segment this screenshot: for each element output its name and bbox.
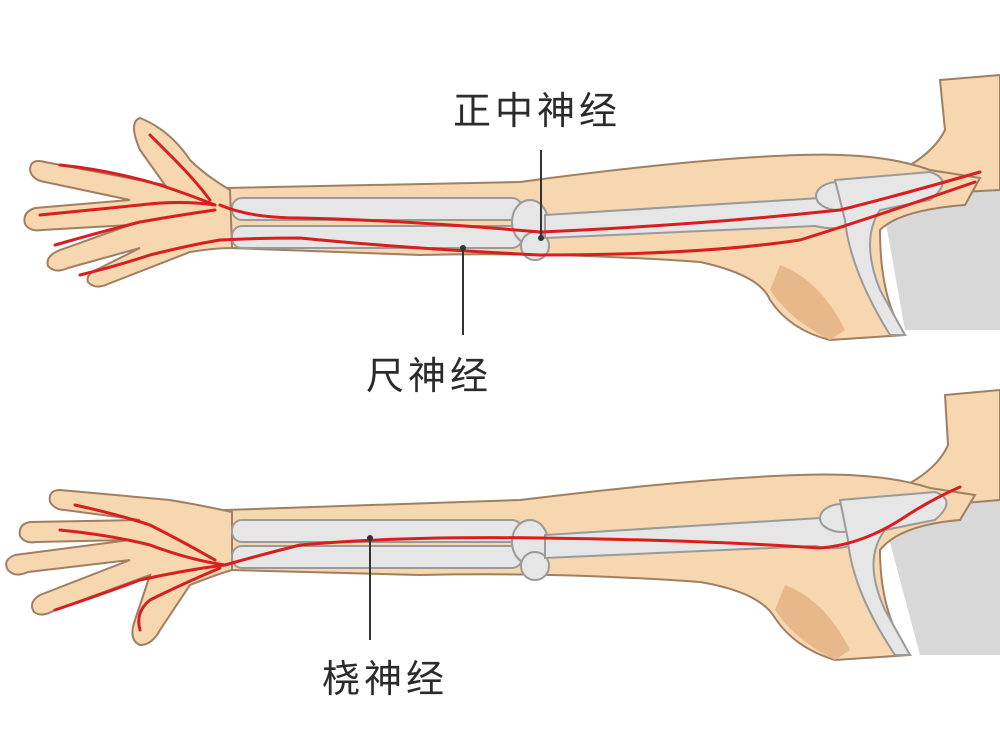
top-arm-panel [23, 73, 1000, 342]
median-nerve-path [218, 170, 982, 234]
radial-leader-dot [367, 535, 373, 541]
bottom-arm-panel [5, 388, 1000, 662]
median-leader-dot [538, 235, 544, 241]
median-nerve-label: 正中神经 [453, 89, 622, 133]
ulnar-leader-dot [460, 245, 466, 251]
radial-nerve-label: 桡神经 [322, 657, 449, 701]
ulnar-nerve-label: 尺神经 [366, 354, 493, 398]
top-hand [23, 116, 234, 288]
ulnar-nerve-path [218, 180, 977, 257]
top-nerves [38, 133, 982, 277]
bottom-forearm-bones [231, 490, 948, 656]
top-elbow-shadow [770, 265, 845, 340]
bottom-nerves [53, 485, 962, 632]
bottom-torso-shape [880, 490, 1000, 655]
bottom-elbow-shadow [775, 585, 850, 660]
radial-nerve-path [223, 485, 962, 567]
